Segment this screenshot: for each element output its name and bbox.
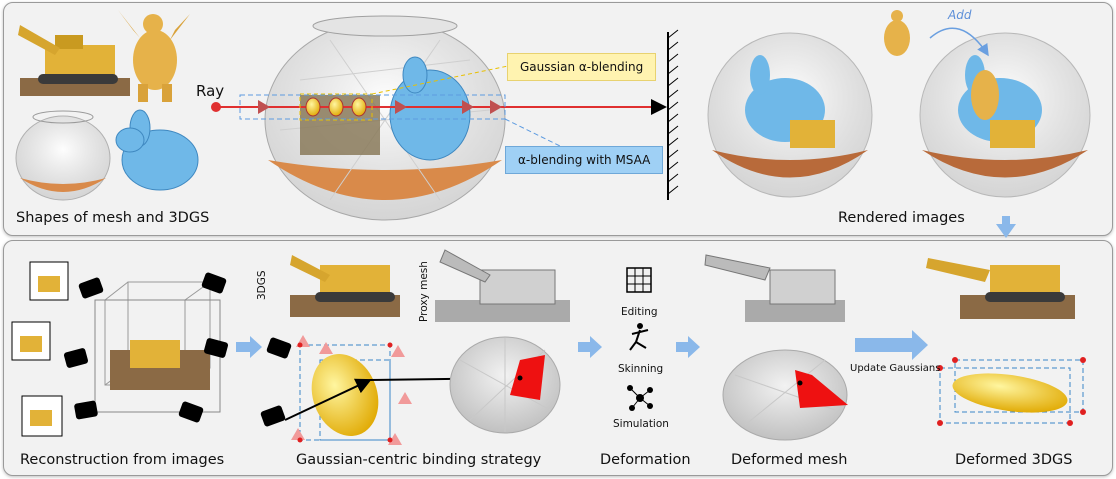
caption-binding: Gaussian-centric binding strategy [296,452,542,468]
ray [211,65,667,147]
armadillo-image-top [118,10,190,102]
camera-icons [63,272,292,427]
armadillo-add-icon [884,10,989,57]
rendered-bowl-1 [707,32,873,198]
flow-arrows [236,330,928,360]
mesh-disc-binding [449,336,561,434]
fishbowl-image-top [15,110,111,201]
caption-deformed-3dgs: Deformed 3DGS [955,452,1073,468]
update-gaussians-label: Update Gaussians [850,363,941,374]
gaussian-blending-box: Gaussian α-blending [507,53,657,81]
excavator-image-top [18,25,130,96]
simulation-icon [627,385,653,411]
deformed-gaussian [937,357,1086,426]
caption-rendered: Rendered images [838,210,965,226]
op-skinning: Skinning [618,363,664,375]
excavator-3dgs-image [290,255,400,317]
proxy-mesh-image [435,249,570,322]
bunny-mesh-image-top [115,109,199,191]
wall-hatch [667,29,679,200]
add-label: Add [948,8,972,22]
label-proxy-mesh: Proxy mesh [418,261,430,322]
caption-reconstruction: Reconstruction from images [20,452,225,468]
gaussian-binding-diagram [284,335,522,445]
caption-deformed-mesh: Deformed mesh [731,452,848,468]
label-3dgs: 3DGS [256,270,268,300]
rendered-bowl-2 [919,32,1091,198]
mesh-disc-deformed [722,349,848,441]
input-thumbnails [11,261,69,437]
deformed-mesh-image [704,254,845,322]
fishbowl-scene-center [264,15,506,221]
editing-icon [626,267,652,293]
skinning-icon [629,323,649,351]
caption-deformation: Deformation [600,452,691,468]
up-arrow [996,216,1016,238]
caption-shapes: Shapes of mesh and 3DGS [16,210,210,226]
op-editing: Editing [621,306,658,318]
reconstruction-cube [94,281,221,413]
deformed-3dgs-image [926,258,1075,319]
op-simulation: Simulation [613,418,669,430]
msaa-box: α-blending with MSAA [505,146,664,174]
ray-label: Ray [196,82,225,100]
